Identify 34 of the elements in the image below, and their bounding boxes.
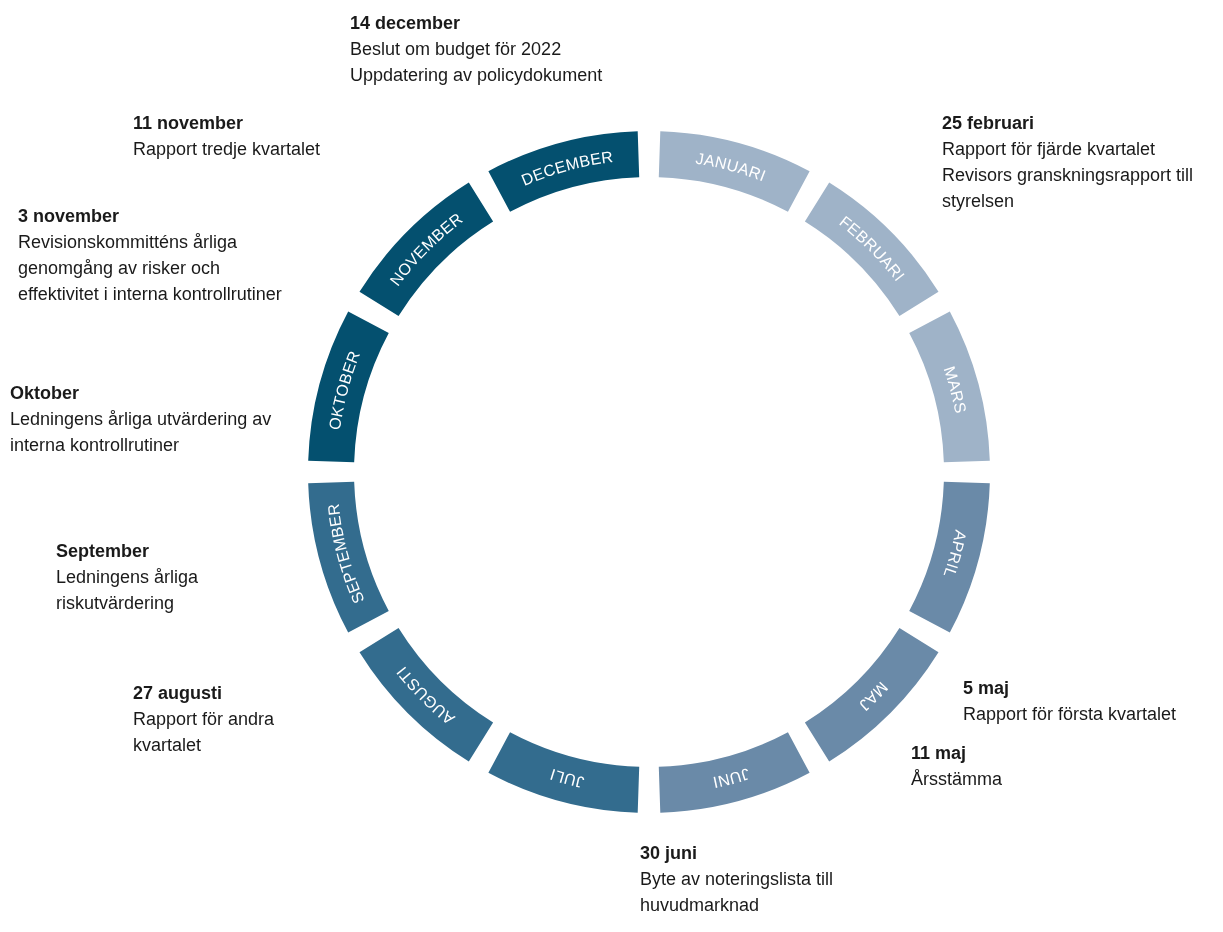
event-text: Ledningens årliga utvärdering av interna kontrollrutiner xyxy=(10,408,273,457)
month-segment xyxy=(804,182,939,317)
date-heading: 27 augusti xyxy=(133,682,224,705)
event-text: Ledningens årliga riskutvärdering xyxy=(56,566,200,615)
month-segment xyxy=(488,732,640,813)
event-text: Revisors granskningsrapport till styrelsen xyxy=(942,164,1195,213)
month-segment xyxy=(308,481,389,633)
event-text: Rapport tredje kvartalet xyxy=(133,138,322,161)
event-text: Revisionskommitténs årliga genomgång av risker och effektivitet i interna kontrollrutiner xyxy=(18,231,283,306)
date-heading: 25 februari xyxy=(942,112,1036,135)
date-heading: 11 maj xyxy=(911,742,968,765)
month-segment xyxy=(658,732,810,813)
date-heading: 14 december xyxy=(350,12,462,35)
date-heading: Oktober xyxy=(10,382,80,405)
month-segment xyxy=(909,311,990,463)
month-label: JUNI xyxy=(711,765,752,792)
date-heading: 5 maj xyxy=(963,677,1011,700)
event-text: Årsstämma xyxy=(911,768,1003,791)
date-heading: 3 november xyxy=(18,205,121,228)
month-segment xyxy=(308,311,389,463)
month-segment xyxy=(488,131,640,212)
month-segment xyxy=(359,627,494,762)
month-segment xyxy=(909,481,990,633)
date-heading: 11 november xyxy=(133,112,245,135)
event-text: Rapport för fjärde kvartalet xyxy=(942,138,1157,161)
date-heading: September xyxy=(56,540,151,563)
event-text: Rapport för andra kvartalet xyxy=(133,708,276,757)
event-text: Uppdatering av policydokument xyxy=(350,64,604,87)
month-label: JULI xyxy=(547,766,586,792)
event-text: Rapport för första kvartalet xyxy=(963,703,1178,726)
event-text: Byte av noteringslista till huvudmarknad xyxy=(640,868,835,917)
date-heading: 30 juni xyxy=(640,842,698,865)
month-segment xyxy=(658,131,810,212)
event-text: Beslut om budget för 2022 xyxy=(350,38,563,61)
